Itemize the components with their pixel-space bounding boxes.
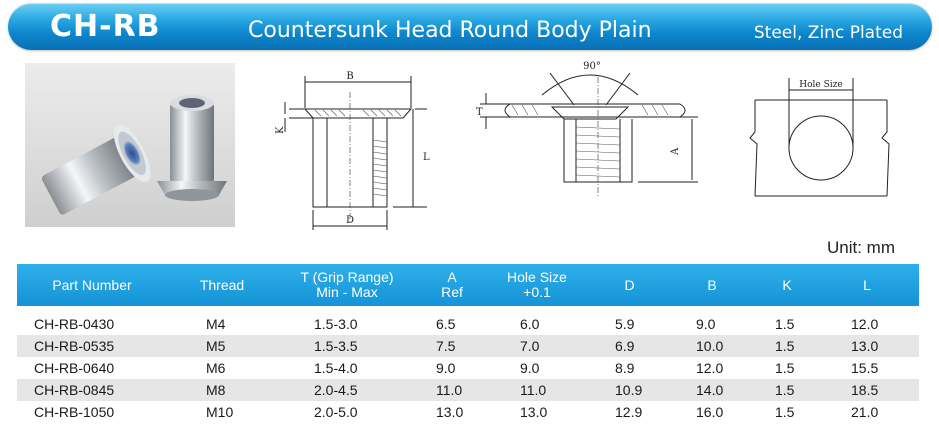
hole-size-label: Hole Size — [799, 80, 842, 90]
header-banner: CH-RB Countersunk Head Round Body Plain … — [8, 3, 932, 50]
cell-b: 16.0 — [696, 404, 724, 420]
cell-part-number: CH-RB-0430 — [34, 316, 115, 332]
cell-d: 8.9 — [615, 360, 635, 376]
hole-size-drawing: Hole Size — [749, 78, 890, 197]
cell-hole-size: 7.0 — [520, 338, 540, 354]
cell-b: 10.0 — [696, 338, 724, 354]
header-d: D — [624, 276, 635, 293]
cell-d: 6.9 — [615, 338, 635, 354]
cell-k: 1.5 — [775, 404, 795, 420]
header-hole-size: Hole Size +0.1 — [507, 269, 567, 300]
cell-k: 1.5 — [775, 382, 795, 398]
cell-grip-range: 1.5-3.0 — [314, 316, 358, 332]
material-label: Steel, Zinc Plated — [753, 23, 903, 43]
header-grip-range: T (Grip Range) Min - Max — [300, 269, 394, 300]
cell-l: 18.5 — [851, 382, 879, 398]
cell-hole-size: 11.0 — [520, 382, 547, 398]
cell-grip-range: 1.5-4.0 — [314, 360, 358, 376]
cell-part-number: CH-RB-0845 — [34, 382, 115, 398]
cell-k: 1.5 — [775, 316, 795, 332]
table-row: CH-RB-1050 M10 2.0-5.0 13.0 13.0 12.9 16… — [17, 401, 919, 423]
dim-b-label: B — [346, 71, 353, 82]
table-row: CH-RB-0845 M8 2.0-4.5 11.0 11.0 10.9 14.… — [17, 379, 919, 401]
cell-hole-size: 9.0 — [520, 360, 540, 376]
cell-a: 13.0 — [436, 404, 464, 420]
header-l: L — [863, 276, 871, 293]
product-photo — [25, 63, 235, 227]
cell-a: 9.0 — [436, 360, 456, 376]
cell-thread: M4 — [206, 316, 226, 332]
cell-d: 12.9 — [615, 404, 643, 420]
dim-k-label: K — [275, 126, 286, 134]
dim-t-label: T — [476, 107, 483, 118]
cell-part-number: CH-RB-1050 — [34, 404, 115, 420]
header-thread: Thread — [199, 276, 245, 293]
cell-l: 15.5 — [851, 360, 879, 376]
cell-d: 5.9 — [615, 316, 635, 332]
cell-b: 9.0 — [696, 316, 716, 332]
cell-l: 12.0 — [851, 316, 879, 332]
product-code: CH-RB — [50, 9, 161, 44]
header-a-ref: A Ref — [441, 269, 463, 300]
cell-grip-range: 2.0-4.5 — [314, 382, 358, 398]
cell-a: 6.5 — [436, 316, 456, 332]
cell-hole-size: 6.0 — [520, 316, 540, 332]
cell-d: 10.9 — [615, 382, 643, 398]
table-row: CH-RB-0535 M5 1.5-3.5 7.5 7.0 6.9 10.0 1… — [17, 335, 919, 357]
cell-thread: M6 — [206, 360, 226, 376]
cell-part-number: CH-RB-0535 — [34, 338, 115, 354]
cell-thread: M8 — [206, 382, 226, 398]
installed-section-drawing: 90° T A — [476, 61, 698, 197]
header-part-number: Part Number — [52, 276, 132, 293]
cell-grip-range: 2.0-5.0 — [314, 404, 358, 420]
unit-label: Unit: mm — [827, 238, 895, 257]
spec-table-header: Part Number Thread T (Grip Range) Min - … — [17, 264, 919, 306]
cell-k: 1.5 — [775, 338, 795, 354]
product-title: Countersunk Head Round Body Plain — [248, 18, 652, 43]
dim-d-label: D — [346, 215, 354, 226]
cell-thread: M10 — [206, 404, 234, 420]
cell-grip-range: 1.5-3.5 — [314, 338, 358, 354]
cell-l: 21.0 — [851, 404, 879, 420]
rivet-nut-dimension-drawing: B K L D — [275, 71, 430, 230]
cell-a: 11.0 — [436, 382, 463, 398]
header-b: B — [707, 276, 717, 293]
angle-label: 90° — [583, 61, 601, 72]
dim-l-label: L — [423, 152, 430, 163]
cell-hole-size: 13.0 — [520, 404, 548, 420]
dim-a-label: A — [670, 147, 681, 156]
cell-b: 14.0 — [696, 382, 724, 398]
cell-part-number: CH-RB-0640 — [34, 360, 115, 376]
cell-a: 7.5 — [436, 338, 456, 354]
table-row: CH-RB-0640 M6 1.5-4.0 9.0 9.0 8.9 12.0 1… — [17, 357, 919, 379]
cell-k: 1.5 — [775, 360, 795, 376]
cell-l: 13.0 — [851, 338, 879, 354]
cell-thread: M5 — [206, 338, 226, 354]
cell-b: 12.0 — [696, 360, 724, 376]
table-row: CH-RB-0430 M4 1.5-3.0 6.5 6.0 5.9 9.0 1.… — [17, 313, 919, 335]
header-k: K — [782, 276, 792, 293]
